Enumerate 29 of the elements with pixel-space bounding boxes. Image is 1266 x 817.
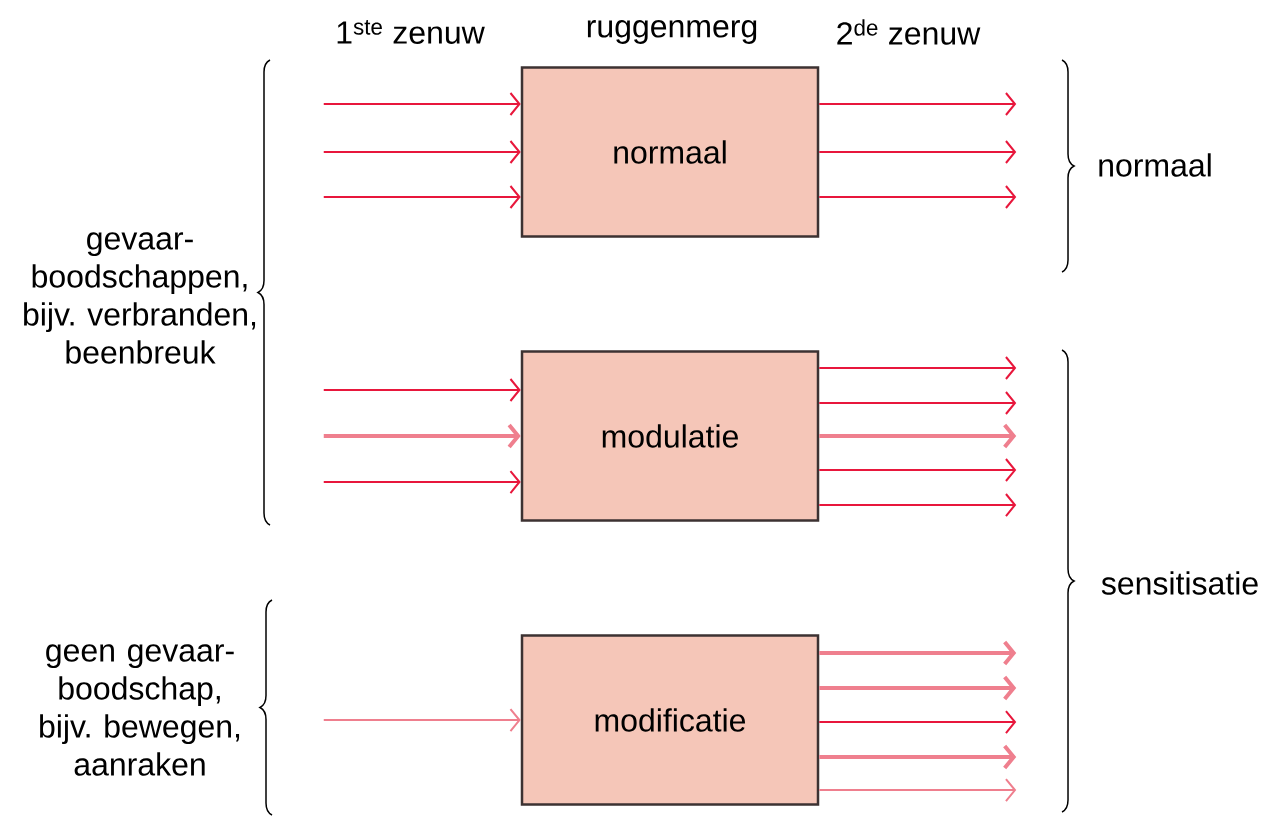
- arrow: [818, 458, 1017, 482]
- arrow: [818, 391, 1017, 415]
- arrow: [322, 378, 521, 402]
- arrow: [818, 710, 1017, 734]
- group-label: sensitisatie: [1101, 571, 1258, 595]
- arrow: [818, 778, 1017, 802]
- arrow: [819, 640, 1017, 666]
- arrow: [818, 140, 1017, 164]
- arrow: [819, 675, 1017, 701]
- arrow: [818, 356, 1017, 380]
- arrow: [819, 423, 1017, 449]
- arrow: [818, 92, 1017, 116]
- group-label: geen gevaar-boodschap, bijv. bewegen, aanraken: [40, 644, 240, 776]
- arrow: [818, 185, 1017, 209]
- arrow: [818, 493, 1017, 517]
- arrow: [323, 423, 521, 449]
- arrow: [819, 744, 1017, 770]
- group-label: gevaar-boodschappen, bijv. verbranden, beenbreuk: [24, 232, 256, 364]
- column-heading: 2$^{de}$ zenuw: [837, 19, 981, 45]
- column-heading: 1$^{ste}$ zenuw: [337, 20, 485, 44]
- arrow: [322, 92, 521, 116]
- arrow: [322, 140, 521, 164]
- process-box: modulatie: [520, 350, 820, 522]
- group-label: normaal: [1099, 153, 1211, 177]
- arrow: [322, 470, 521, 494]
- arrow: [322, 185, 521, 209]
- process-box: modificatie: [520, 634, 820, 806]
- arrow: [322, 708, 521, 732]
- process-box: normaal: [520, 66, 820, 238]
